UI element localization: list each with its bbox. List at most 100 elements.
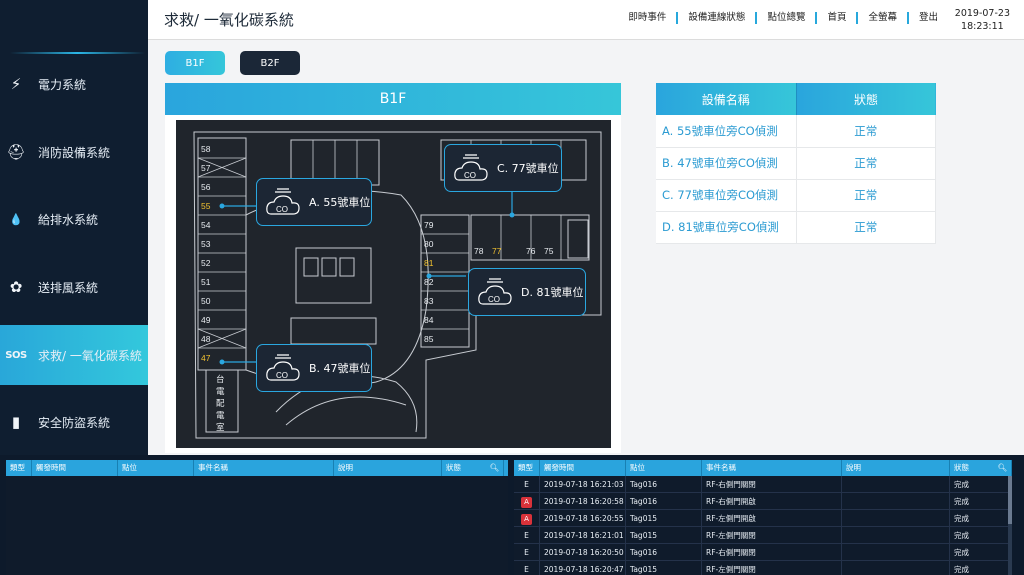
sidebar-item-label: 給排水系統 — [38, 212, 99, 227]
table-row[interactable]: E 2019-07-18 16:20:50 Tag016 RF-右側門關閉 完成 — [514, 543, 1012, 561]
event-type: E — [514, 543, 540, 561]
water-drops-icon: 💧 — [9, 212, 23, 226]
event-point: Tag016 — [626, 475, 702, 493]
slot-label: 52 — [201, 258, 211, 268]
callout-b-47[interactable]: CO B. 47號車位 — [256, 344, 372, 392]
slot-label-highlight: 47 — [201, 353, 211, 363]
sidebar-item-security[interactable]: ▮ 安全防盜系統 — [0, 392, 148, 452]
slot-label: 85 — [424, 334, 434, 344]
callout-label: D. 81號車位 — [521, 286, 584, 299]
event-time: 2019-07-18 16:20:47 — [540, 560, 626, 575]
device-status: 正常 — [796, 147, 936, 180]
event-desc — [842, 509, 950, 527]
search-icon[interactable]: 🔍︎ — [997, 463, 1007, 472]
slot-label: 75 — [544, 246, 554, 256]
nav-logout[interactable]: 登出 — [906, 12, 948, 24]
room-label-char: 配 — [216, 398, 225, 408]
event-type: A — [514, 509, 540, 527]
event-time: 2019-07-18 16:20:58 — [540, 492, 626, 510]
event-name: RF-右側門關閉 — [702, 543, 842, 561]
top-header: 求救/ 一氧化碳系統 即時事件 設備連線狀態 點位總覽 首頁 全螢幕 登出 20… — [148, 0, 1024, 40]
sidebar-item-label: 消防設備系統 — [38, 145, 111, 160]
sidebar-item-power[interactable]: ⚡ 電力系統 — [0, 54, 148, 114]
col-event-name: 事件名稱 — [194, 460, 334, 476]
sidebar-item-ventilation[interactable]: ✿ 送排風系統 — [0, 257, 148, 317]
col-type: 類型 — [6, 460, 32, 476]
floor-b2-button[interactable]: B2F — [240, 51, 300, 75]
slot-label: 79 — [424, 220, 434, 230]
slot-label: 49 — [201, 315, 211, 325]
nav-points-overview[interactable]: 點位總覽 — [755, 12, 815, 24]
room-label-char: 電 — [216, 410, 225, 420]
col-description: 說明 — [334, 460, 442, 476]
event-state: 完成 — [950, 492, 1012, 510]
sidebar-item-label: 電力系統 — [38, 77, 87, 92]
sos-icon: SOS — [5, 349, 27, 361]
room-label-char: 電 — [216, 386, 225, 396]
callout-c-77[interactable]: CO C. 77號車位 — [444, 144, 562, 192]
slot-label: 76 — [526, 246, 536, 256]
sidebar-item-water[interactable]: 💧 給排水系統 — [0, 189, 148, 249]
event-point: Tag015 — [626, 526, 702, 544]
event-scrollbar[interactable] — [1008, 476, 1012, 575]
table-row[interactable]: C. 77號車位旁CO偵測 正常 — [656, 179, 936, 212]
alarm-badge: A — [521, 496, 532, 508]
slot-label: 54 — [201, 220, 211, 230]
device-status: 正常 — [796, 179, 936, 212]
event-table-header: 類型 觸發時間 點位 事件名稱 說明 狀態🔍︎ — [6, 460, 508, 476]
co-sensor-icon: CO — [478, 278, 512, 305]
slot-label-highlight: 55 — [201, 201, 211, 211]
col-state: 狀態🔍︎ — [950, 460, 1012, 476]
device-name: D. 81號車位旁CO偵測 — [656, 211, 797, 244]
table-row[interactable]: A. 55號車位旁CO偵測 正常 — [656, 115, 936, 148]
table-row[interactable]: A 2019-07-18 16:20:55 Tag015 RF-左側門開啟 完成 — [514, 509, 1012, 527]
event-point: Tag016 — [626, 492, 702, 510]
event-state: 完成 — [950, 509, 1012, 527]
callout-d-81[interactable]: CO D. 81號車位 — [468, 268, 586, 316]
room-label-char: 室 — [216, 422, 225, 432]
col-device-name: 設備名稱 — [656, 83, 797, 115]
event-type: A — [514, 492, 540, 510]
table-row[interactable]: E 2019-07-18 16:21:01 Tag015 RF-左側門關閉 完成 — [514, 526, 1012, 544]
event-type: E — [514, 475, 540, 493]
floor-b1-button[interactable]: B1F — [165, 51, 225, 75]
col-state: 狀態🔍︎ — [442, 460, 504, 476]
nav-realtime-events[interactable]: 即時事件 — [628, 12, 667, 23]
date-text: 2019-07-23 — [954, 8, 1010, 19]
slot-label-highlight: 81 — [424, 258, 434, 268]
floor-plan: 58 57 56 55 54 53 52 51 50 49 48 47 79 8… — [176, 120, 611, 448]
table-row[interactable]: D. 81號車位旁CO偵測 正常 — [656, 211, 936, 244]
event-desc — [842, 475, 950, 493]
sidebar-item-fire[interactable]: ⛑ 消防設備系統 — [0, 122, 148, 182]
event-state: 完成 — [950, 526, 1012, 544]
event-name: RF-右側門開啟 — [702, 492, 842, 510]
table-row[interactable]: E 2019-07-18 16:21:03 Tag016 RF-右側門關閉 完成 — [514, 475, 1012, 493]
event-state: 完成 — [950, 560, 1012, 575]
slot-label: 83 — [424, 296, 434, 306]
callout-label: A. 55號車位 — [309, 196, 371, 209]
search-icon[interactable]: 🔍︎ — [489, 463, 499, 472]
table-row[interactable]: B. 47號車位旁CO偵測 正常 — [656, 147, 936, 180]
slot-label: 84 — [424, 315, 434, 325]
col-description: 說明 — [842, 460, 950, 476]
slot-labels: 58 57 56 55 54 53 52 51 50 49 48 47 79 8… — [201, 144, 554, 432]
sidebar-item-sos[interactable]: SOS 求救/ 一氧化碳系統 — [0, 325, 148, 385]
lightning-icon: ⚡ — [10, 75, 22, 93]
scrollbar-thumb[interactable] — [1008, 476, 1012, 524]
table-row[interactable]: A 2019-07-18 16:20:58 Tag016 RF-右側門開啟 完成 — [514, 492, 1012, 510]
slot-label: 78 — [474, 246, 484, 256]
floor-map-panel: B1F — [165, 83, 621, 453]
sidebar-divider — [10, 52, 145, 54]
nav-fullscreen[interactable]: 全螢幕 — [856, 12, 907, 24]
nav-connection-status[interactable]: 設備連線狀態 — [676, 12, 755, 24]
event-time: 2019-07-18 16:20:50 — [540, 543, 626, 561]
sidebar-item-label: 送排風系統 — [38, 280, 99, 295]
slot-label-highlight: 77 — [492, 246, 502, 256]
slot-label: 82 — [424, 277, 434, 287]
callout-a-55[interactable]: CO A. 55號車位 — [256, 178, 372, 226]
event-table-header: 類型 觸發時間 點位 事件名稱 說明 狀態🔍︎ — [514, 460, 1012, 476]
nav-home[interactable]: 首頁 — [815, 12, 856, 24]
table-row[interactable]: E 2019-07-18 16:20:47 Tag015 RF-左側門關閉 完成 — [514, 560, 1012, 575]
top-nav: 即時事件 設備連線狀態 點位總覽 首頁 全螢幕 登出 — [618, 12, 948, 24]
event-point: Tag016 — [626, 543, 702, 561]
